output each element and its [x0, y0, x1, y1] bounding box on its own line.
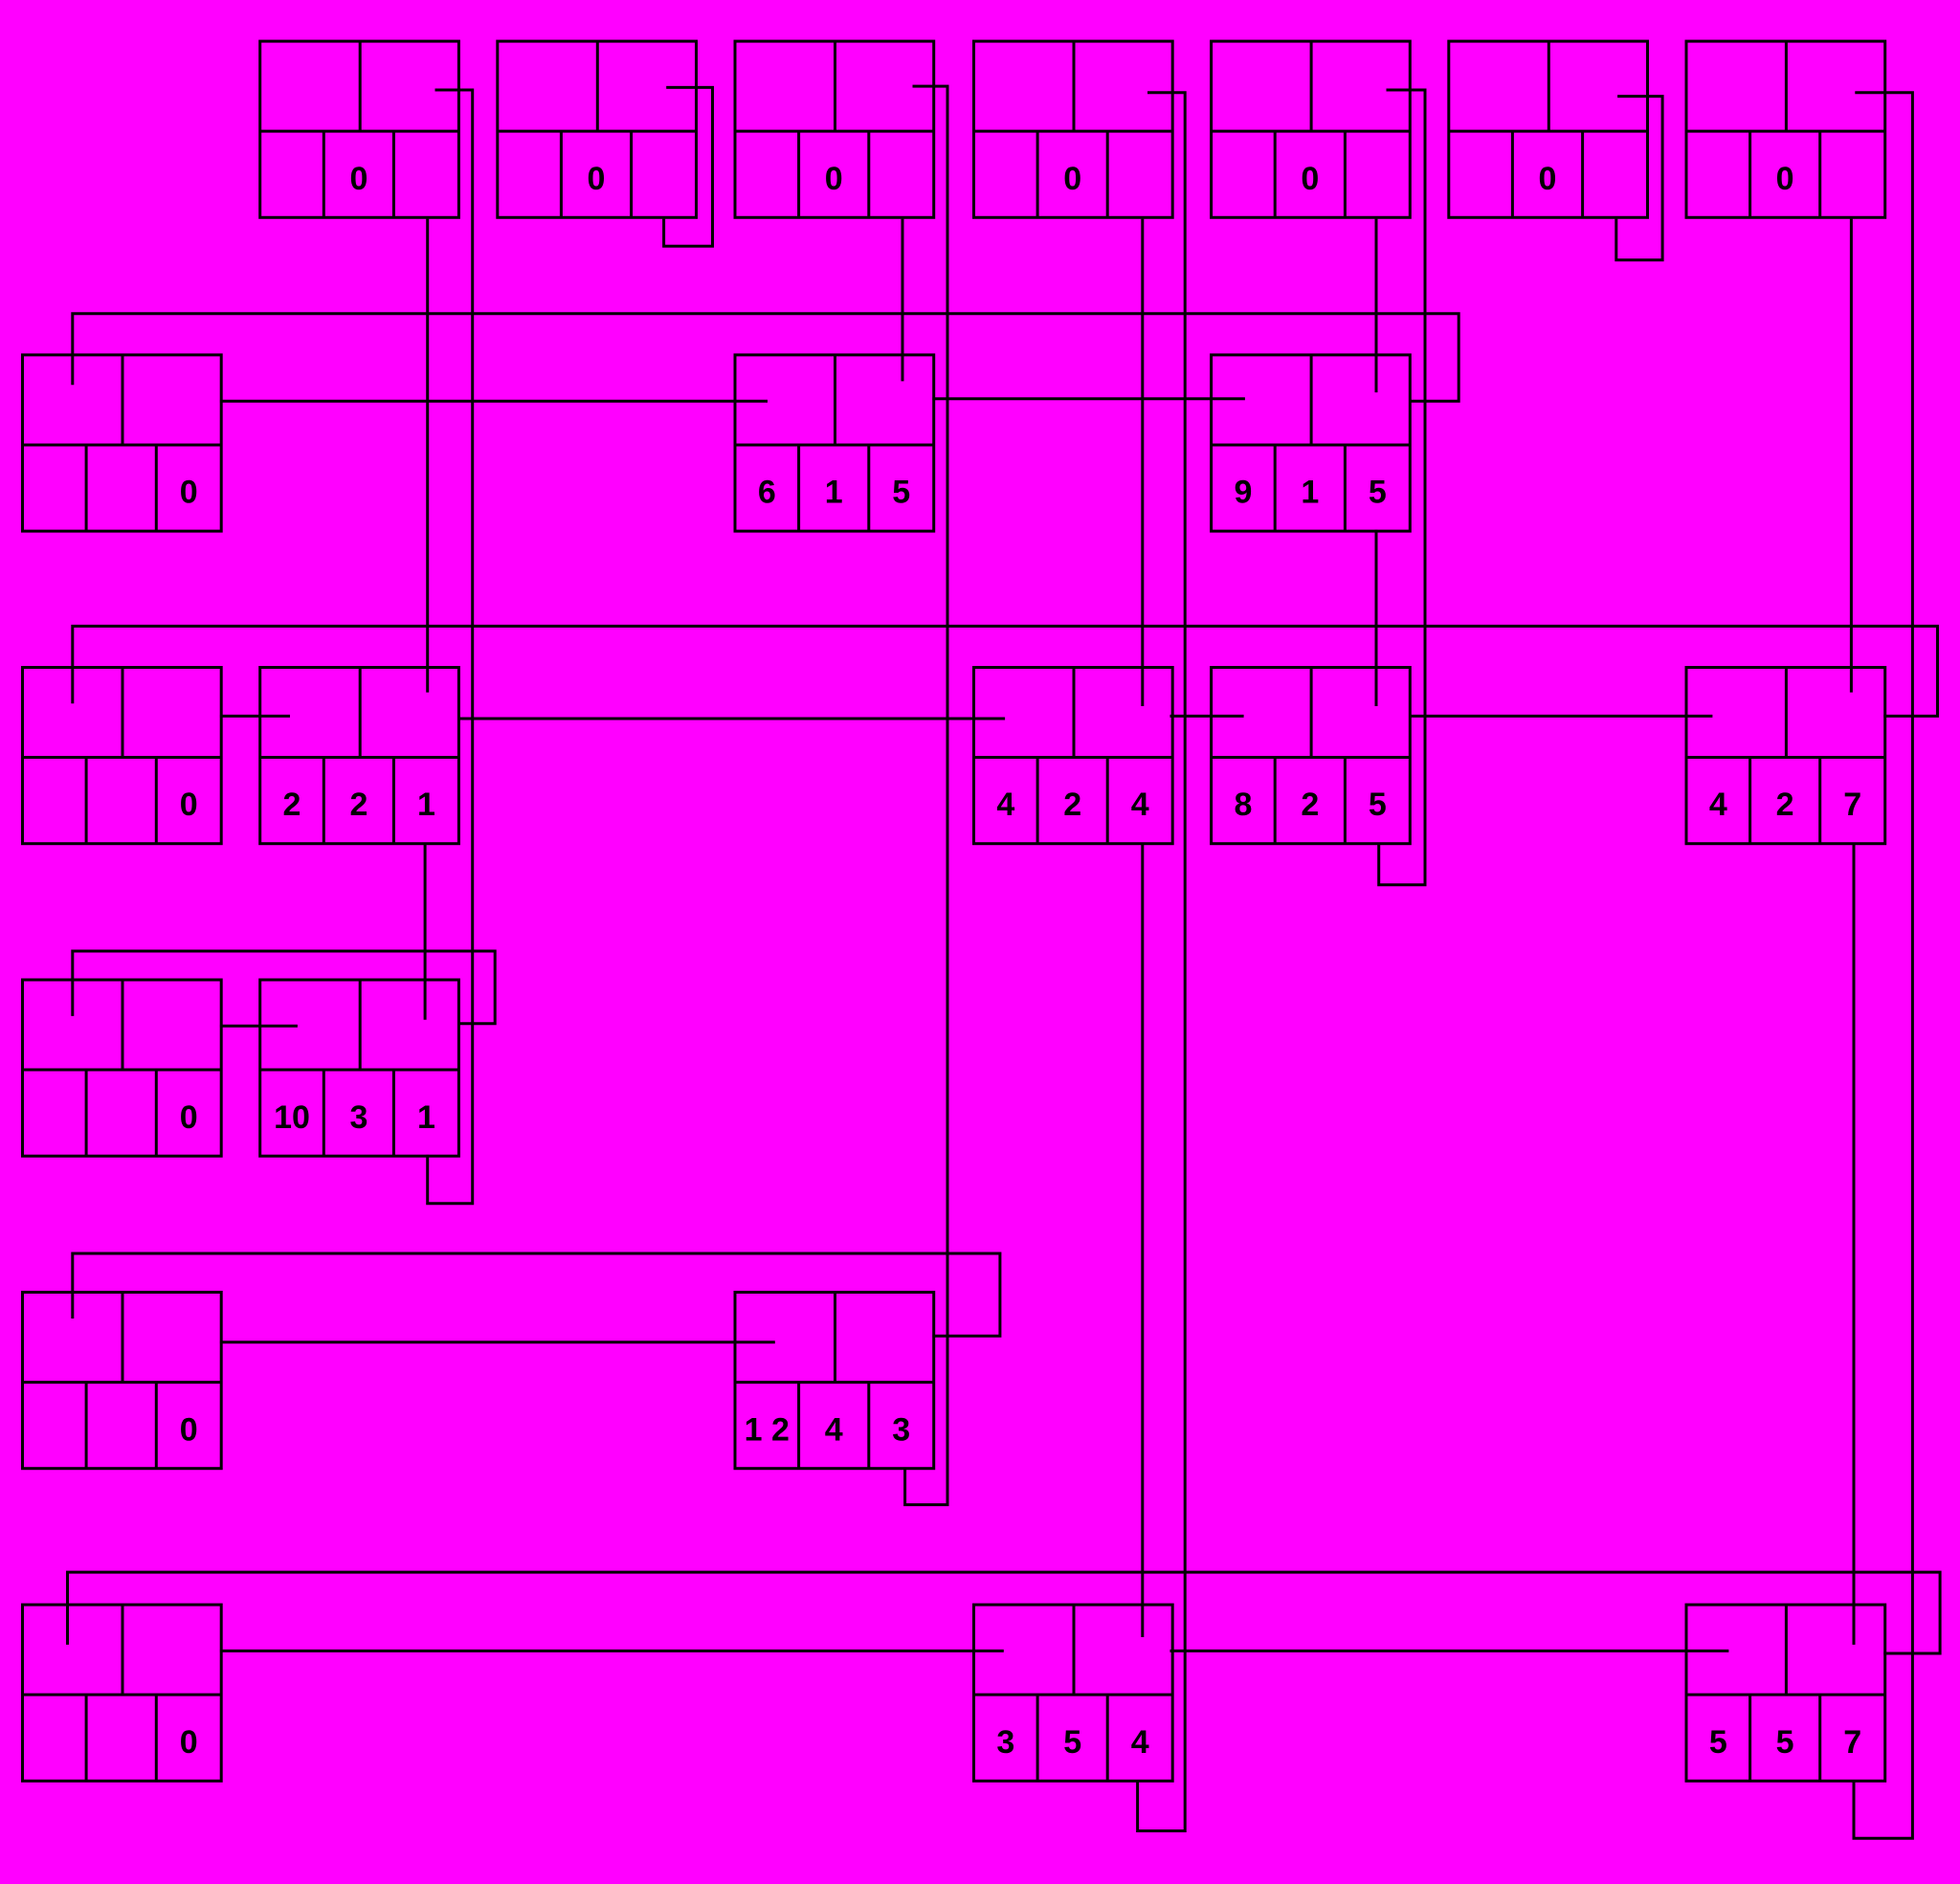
link-pointer-24 [71, 624, 1939, 718]
matrix-element-node: 2 2 1 [258, 666, 460, 846]
value-field-label: 5 [1369, 475, 1387, 511]
link-pointer-26 [71, 949, 497, 1026]
value-field-label: 0 [180, 1099, 198, 1136]
matrix-element-node: 4 2 7 [1684, 666, 1887, 846]
row-field-label: 9 [1234, 475, 1252, 511]
value-field-label: 3 [892, 1411, 910, 1448]
column-header-node: 0 [496, 39, 698, 219]
row-field-label: 3 [996, 1724, 1014, 1761]
value-field-label: 0 [180, 475, 198, 511]
value-field-label: 0 [180, 1411, 198, 1448]
row-header-node: 0 [21, 1291, 223, 1471]
value-field-label: 4 [1131, 787, 1149, 823]
link-pointer-28 [71, 1252, 1002, 1338]
col-field-label: 0 [1539, 161, 1557, 197]
link-pointer-2 [662, 85, 714, 248]
row-field-label: 5 [1709, 1724, 1727, 1761]
col-field-label: 2 [1776, 787, 1794, 823]
matrix-element-node: 5 5 7 [1684, 1603, 1887, 1783]
row-header-node: 0 [21, 666, 223, 846]
link-pointers [66, 84, 1942, 1840]
matrix-element-node: 10 3 1 [258, 978, 460, 1158]
value-field-label: 1 [417, 787, 435, 823]
col-field-label: 2 [349, 787, 368, 823]
col-field-label: 0 [1063, 161, 1081, 197]
value-field-label: 4 [1131, 1724, 1149, 1761]
value-field-label: 7 [1843, 787, 1861, 823]
col-field-label: 0 [1776, 161, 1794, 197]
column-header-node: 0 [972, 39, 1174, 219]
link-pointer-5 [1377, 88, 1427, 887]
row-field-label: 1 2 [745, 1411, 790, 1448]
col-field-label: 0 [349, 161, 368, 197]
matrix-element-node: 3 5 4 [972, 1603, 1174, 1783]
col-field-label: 2 [1063, 787, 1081, 823]
link-pointer-19 [71, 312, 1460, 403]
col-field-label: 5 [1776, 1724, 1794, 1761]
matrix-element-node: 1 2 4 3 [733, 1291, 936, 1471]
link-pointer-1 [426, 88, 475, 1206]
link-pointer-7 [1852, 91, 1914, 1840]
col-field-label: 0 [1301, 161, 1319, 197]
col-field-label: 5 [1063, 1724, 1081, 1761]
matrix-element-node: 6 1 5 [733, 353, 936, 533]
column-header-node: 0 [1684, 39, 1887, 219]
value-field-label: 1 [417, 1099, 435, 1136]
value-field-label: 7 [1843, 1724, 1861, 1761]
column-header-node: 0 [258, 39, 460, 219]
matrix-element-node: 8 2 5 [1210, 666, 1412, 846]
matrix-element-node: 9 1 5 [1210, 353, 1412, 533]
col-field-label: 1 [825, 475, 843, 511]
row-field-label: 2 [283, 787, 301, 823]
col-field-label: 3 [349, 1099, 368, 1136]
col-field-label: 0 [825, 161, 843, 197]
value-field-label: 0 [180, 787, 198, 823]
value-field-label: 5 [892, 475, 910, 511]
row-field-label: 6 [758, 475, 776, 511]
link-pointer-6 [1615, 95, 1664, 262]
column-header-node: 0 [733, 39, 936, 219]
row-field-label: 4 [996, 787, 1014, 823]
column-header-node: 0 [1210, 39, 1412, 219]
col-field-label: 2 [1301, 787, 1319, 823]
value-field-label: 5 [1369, 787, 1387, 823]
row-header-node: 0 [21, 1603, 223, 1783]
link-pointer-31 [66, 1570, 1942, 1655]
link-pointer-3 [903, 84, 949, 1507]
value-field-label: 0 [180, 1724, 198, 1761]
col-field-label: 0 [588, 161, 606, 197]
column-header-node: 0 [1447, 39, 1650, 219]
matrix-element-node: 4 2 4 [972, 666, 1174, 846]
row-field-label: 8 [1234, 787, 1252, 823]
row-field-label: 10 [274, 1099, 310, 1136]
col-field-label: 4 [825, 1411, 843, 1448]
link-pointer-4 [1136, 91, 1187, 1832]
row-header-node: 0 [21, 978, 223, 1158]
row-field-label: 4 [1709, 787, 1727, 823]
col-field-label: 1 [1301, 475, 1319, 511]
row-header-node: 0 [21, 353, 223, 533]
